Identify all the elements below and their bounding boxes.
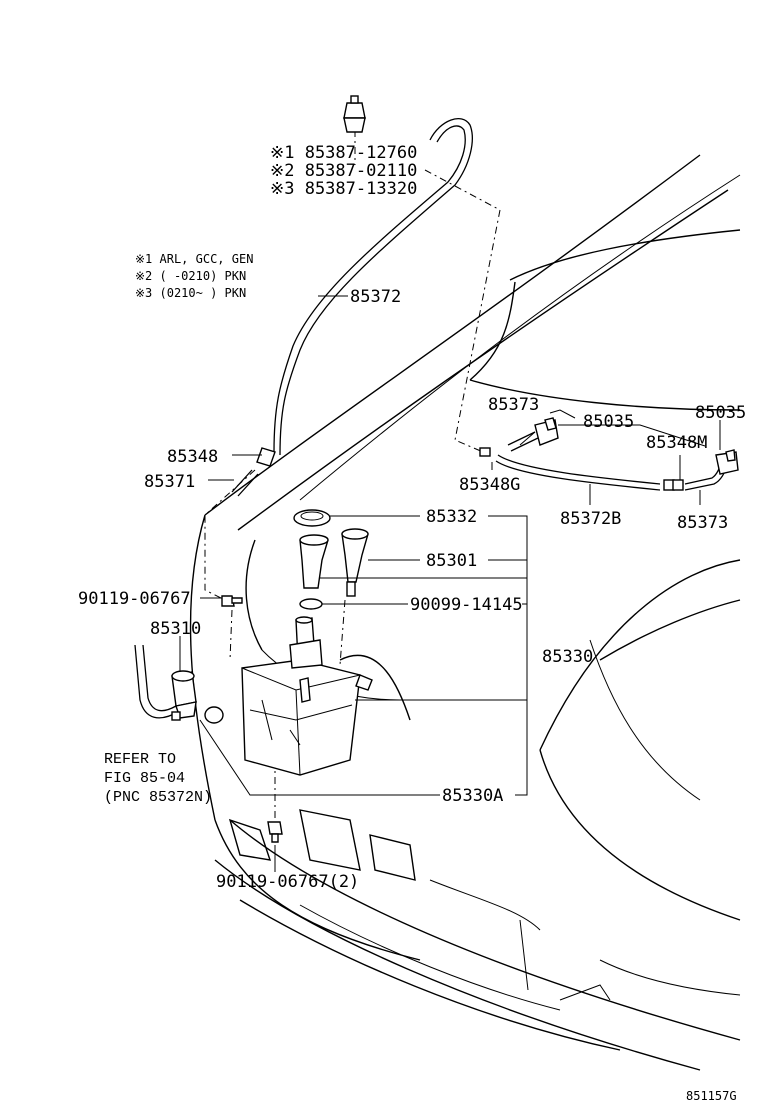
label-85348g: 85348G — [459, 475, 520, 495]
label-85301: 85301 — [426, 551, 477, 571]
variant2-desc: ※2 ( -0210) PKN — [135, 269, 246, 283]
reference-line1: REFER TO — [104, 751, 176, 768]
label-85373-end: 85373 — [677, 513, 728, 533]
label-85310: 85310 — [150, 619, 201, 639]
label-85332: 85332 — [426, 507, 477, 527]
reference-line2: FIG 85-04 — [104, 770, 185, 787]
label-85035-b: 85035 — [695, 403, 746, 423]
label-85348: 85348 — [167, 447, 218, 467]
label-85372b: 85372B — [560, 509, 621, 529]
reference-line3: (PNC 85372N) — [104, 789, 212, 806]
note-block-codes: ※1 85387-12760 ※2 85387-02110 ※3 85387-1… — [270, 143, 417, 199]
right-nozzle-b-icon — [715, 449, 739, 475]
label-85348m: 85348M — [646, 433, 707, 453]
label-85035-a: 85035 — [583, 412, 634, 432]
top-nozzle-icon — [343, 95, 366, 133]
variant3-code: ※3 85387-13320 — [270, 179, 417, 199]
bolt-bottom-icon — [267, 821, 283, 843]
label-85330: 85330 — [542, 647, 593, 667]
figure-code: 851157G — [686, 1089, 737, 1103]
grommet-icon — [299, 598, 323, 610]
label-90119-06767-2: 90119-06767(2) — [216, 872, 359, 892]
variant1-code: ※1 85387-12760 — [270, 143, 417, 163]
vehicle-body-outline — [189, 154, 741, 1071]
inlet-right-icon — [341, 528, 369, 597]
bolt-left-icon — [221, 595, 243, 607]
reference-note: REFER TO FIG 85-04 (PNC 85372N) — [104, 751, 212, 806]
label-85330a: 85330A — [442, 786, 503, 806]
label-85371: 85371 — [144, 472, 195, 492]
label-85372: 85372 — [350, 287, 401, 307]
motor-icon — [171, 670, 197, 721]
hoses — [134, 118, 729, 719]
variant2-code: ※2 85387-02110 — [270, 161, 417, 181]
washer-tank-icon — [241, 616, 373, 776]
variant3-desc: ※3 (0210~ ) PKN — [135, 286, 246, 300]
parts — [171, 95, 739, 843]
note-block-descriptions: ※1 ARL, GCC, GEN ※2 ( -0210) PKN ※3 (021… — [135, 252, 253, 300]
right-nozzle-a-icon — [534, 417, 559, 446]
variant1-desc: ※1 ARL, GCC, GEN — [135, 252, 253, 266]
motor-grommet-icon — [204, 706, 224, 724]
label-90119-06767: 90119-06767 — [78, 589, 191, 609]
label-85373-upper: 85373 — [488, 395, 539, 415]
leader-lines — [179, 295, 721, 872]
inlet-left-icon — [299, 534, 329, 589]
cap-icon — [293, 509, 331, 527]
label-90099-14145: 90099-14145 — [410, 595, 523, 615]
